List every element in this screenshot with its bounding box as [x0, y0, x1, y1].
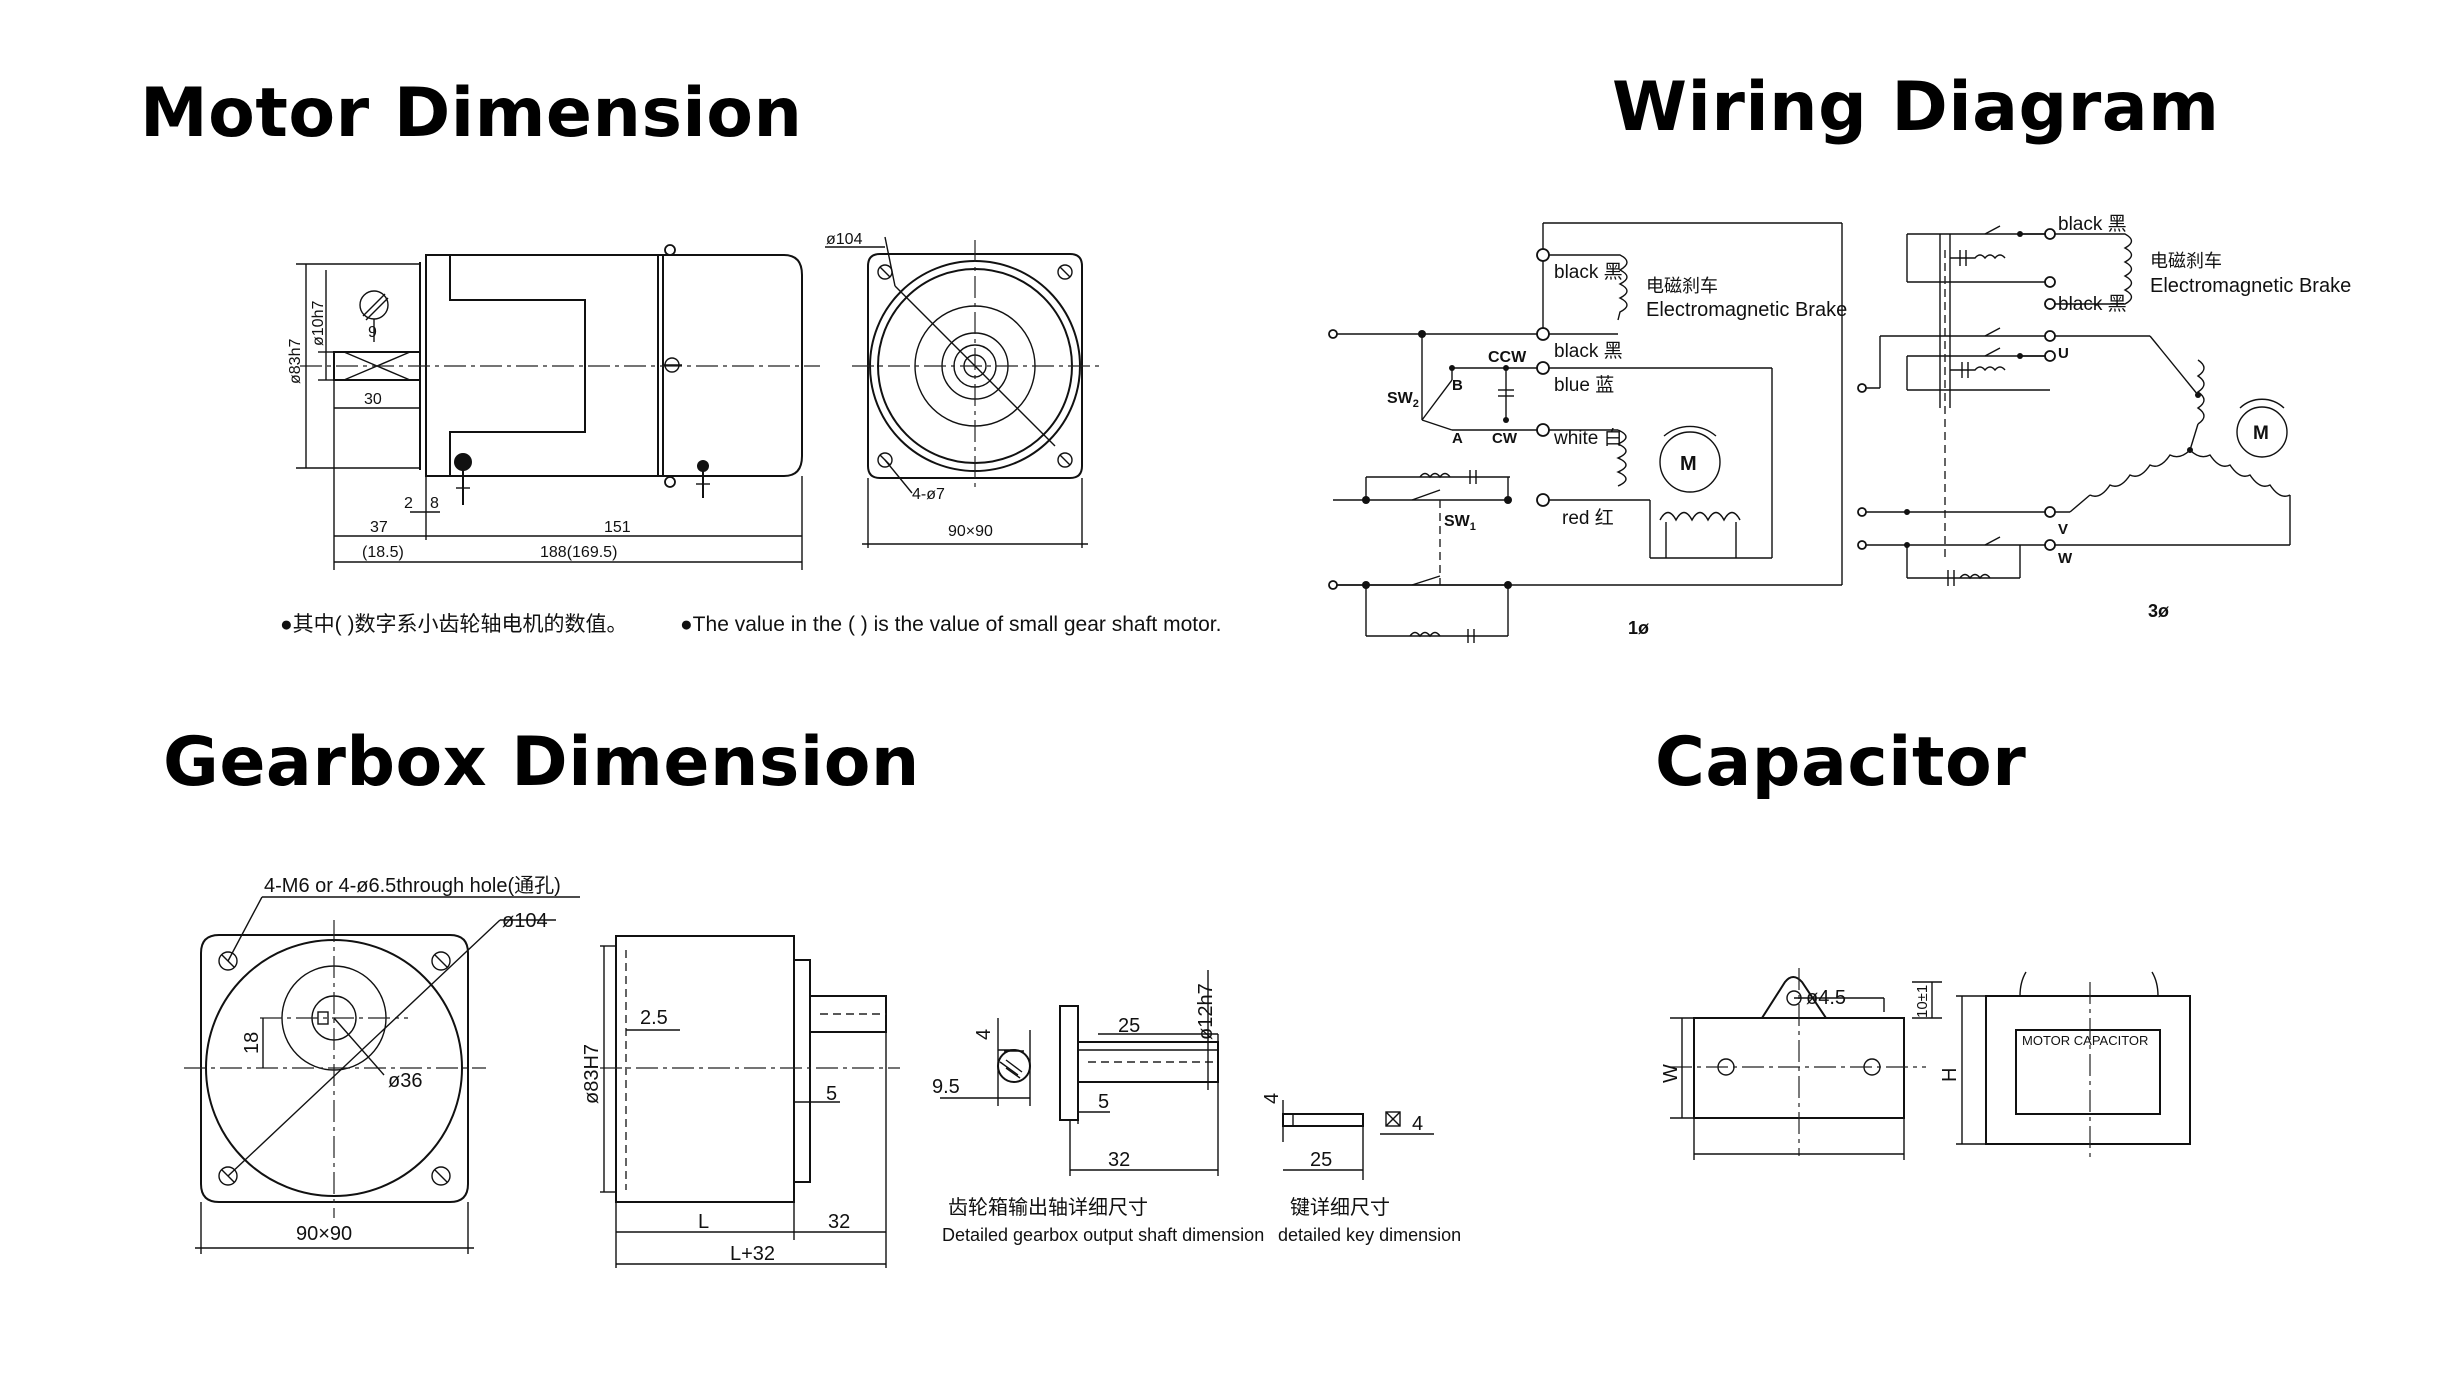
- motor-note-chinese: ●其中( )数字系小齿轮轴电机的数值。: [280, 613, 628, 636]
- wiring1-blue-label: blue 蓝: [1554, 374, 1614, 396]
- motor-d83h7-label: ø83h7: [287, 339, 304, 384]
- wiring-single-phase: [1328, 222, 1843, 643]
- wiring1-cw-label: CW: [1492, 430, 1518, 447]
- shaft-32-label: 32: [1108, 1149, 1130, 1171]
- capacitor-10-label: 10±1: [1914, 985, 1931, 1018]
- wiring1-a-label: A: [1452, 430, 1463, 447]
- capacitor-side-labels: ø4.5 10±1 W: [1660, 985, 1931, 1083]
- capacitor-side-view: [1670, 968, 1942, 1160]
- wiring3-phase-label: 3ø: [2148, 601, 2169, 621]
- key-25-label: 25: [1310, 1149, 1332, 1171]
- motor-front-labels: ø104 4-ø7 90×90: [826, 231, 993, 540]
- shaft-5-label: 5: [1098, 1091, 1109, 1113]
- motor-37-label: 37: [370, 519, 388, 536]
- gearbox-side-labels: ø83H7 2.5 5 L 32 L+32: [581, 1007, 850, 1265]
- motor-total-length-label: 188(169.5): [540, 544, 617, 561]
- shaft-9-5-label: 9.5: [932, 1076, 960, 1098]
- gearbox-front-labels: 4-M6 or 4-ø6.5through hole(通孔) ø104 ø36 …: [241, 874, 561, 1245]
- wiring1-ccw-label: CCW: [1488, 349, 1527, 366]
- gearbox-d104-label: ø104: [502, 910, 548, 932]
- gearbox-l32-label: L+32: [730, 1243, 775, 1265]
- gearbox-5-label: 5: [826, 1083, 837, 1105]
- shaft-25-label: 25: [1118, 1015, 1140, 1037]
- capacitor-h-label: H: [1939, 1068, 1961, 1082]
- gearbox-l-label: L: [698, 1211, 709, 1233]
- shaft-d12h7-label: ø12h7: [1195, 983, 1217, 1040]
- wiring-single-labels: black 黑 电磁刹车 Electromagnetic Brake CCW b…: [1387, 262, 1847, 638]
- motor-151-label: 151: [604, 519, 631, 536]
- wiring3-brake-en-label: Electromagnetic Brake: [2150, 275, 2351, 297]
- wiring1-sw2-label: SW2: [1387, 390, 1419, 410]
- motor-18-5-label: (18.5): [362, 544, 404, 561]
- key-caption-cn: 键详细尺寸: [1290, 1196, 1390, 1219]
- gearbox-key-labels: 4 4 25 键详细尺寸 detailed key dimension: [1261, 1093, 1461, 1245]
- gearbox-shaft-labels: 4 9.5 25 ø12h7 5 32 齿轮箱输出轴详细尺寸 Detailed …: [932, 983, 1264, 1245]
- motor-holes-label: 4-ø7: [912, 486, 945, 503]
- wiring1-black2-label: black 黑: [1554, 341, 1623, 362]
- wiring1-motor-m: M: [1680, 453, 1697, 475]
- gearbox-2-5-label: 2.5: [640, 1007, 668, 1029]
- wiring3-black1-label: black 黑: [2058, 214, 2127, 235]
- motor-dimension-title: Motor Dimension: [140, 74, 803, 153]
- motor-8-label: 8: [430, 495, 439, 512]
- capacitor-w-label: W: [1660, 1064, 1682, 1083]
- gearbox-d83h7-label: ø83H7: [581, 1044, 603, 1104]
- wiring3-brake-cn-label: 电磁刹车: [2150, 251, 2222, 271]
- gearbox-d36-label: ø36: [388, 1070, 422, 1092]
- motor-side-view: [296, 244, 820, 570]
- key-caption-en: detailed key dimension: [1278, 1225, 1461, 1245]
- motor-note-english: ●The value in the ( ) is the value of sm…: [680, 613, 1221, 636]
- wiring3-black2-label: black 黑: [2058, 294, 2127, 315]
- capacitor-motor-label: MOTOR CAPACITOR: [2022, 1033, 2148, 1048]
- gearbox-dimension-title: Gearbox Dimension: [163, 723, 920, 802]
- capacitor-title: Capacitor: [1655, 723, 2027, 802]
- wiring3-motor-m: M: [2253, 423, 2269, 444]
- gearbox-18-label: 18: [241, 1032, 263, 1054]
- gearbox-holes-label: 4-M6 or 4-ø6.5through hole(通孔): [264, 874, 561, 897]
- wiring3-w-label: W: [2058, 550, 2073, 567]
- gearbox-shaft-detail: [940, 970, 1219, 1176]
- capacitor-hole-label: ø4.5: [1806, 987, 1846, 1009]
- wiring-three-labels: black 黑 电磁刹车 Electromagnetic Brake black…: [2058, 214, 2351, 621]
- key-4b-label: 4: [1412, 1113, 1423, 1135]
- key-4a-label: 4: [1261, 1093, 1283, 1104]
- wiring1-brake-en-label: Electromagnetic Brake: [1646, 299, 1847, 321]
- shaft-caption-en: Detailed gearbox output shaft dimension: [942, 1225, 1264, 1245]
- wiring1-sw1-label: SW1: [1444, 513, 1476, 533]
- wiring1-b-label: B: [1452, 377, 1463, 394]
- gearbox-size-label: 90×90: [296, 1223, 352, 1245]
- motor-d104-label: ø104: [826, 231, 863, 248]
- capacitor-front-view: [1956, 971, 2191, 1160]
- wiring1-phase-label: 1ø: [1628, 618, 1649, 638]
- wiring1-red-label: red 红: [1562, 507, 1614, 529]
- wiring-diagram-title: Wiring Diagram: [1612, 68, 2220, 147]
- wiring-three-phase: [1857, 225, 2291, 586]
- motor-front-view: [825, 236, 1100, 548]
- shaft-4-label: 4: [973, 1029, 995, 1040]
- wiring1-white-label: white 白: [1553, 427, 1623, 449]
- capacitor-front-labels: H MOTOR CAPACITOR: [1939, 1033, 2148, 1082]
- motor-size-label: 90×90: [948, 523, 993, 540]
- gearbox-key-detail: [1282, 1100, 1434, 1180]
- gearbox-side-view: [600, 935, 900, 1268]
- motor-30-label: 30: [364, 391, 382, 408]
- shaft-caption-cn: 齿轮箱输出轴详细尺寸: [948, 1196, 1148, 1219]
- motor-2-label: 2: [404, 495, 413, 512]
- motor-key-9-label: 9: [368, 324, 377, 341]
- motor-side-labels: ø83h7 ø10h7 9 30 2 8 37 (18.5) 151 188(1…: [287, 301, 631, 561]
- wiring3-u-label: U: [2058, 345, 2069, 362]
- gearbox-32-label: 32: [828, 1211, 850, 1233]
- wiring3-v-label: V: [2058, 521, 2068, 538]
- wiring1-brake-cn-label: 电磁刹车: [1646, 276, 1718, 296]
- gearbox-front-view: [184, 896, 580, 1254]
- motor-d10h7-label: ø10h7: [310, 301, 327, 346]
- wiring1-black1-label: black 黑: [1554, 262, 1623, 283]
